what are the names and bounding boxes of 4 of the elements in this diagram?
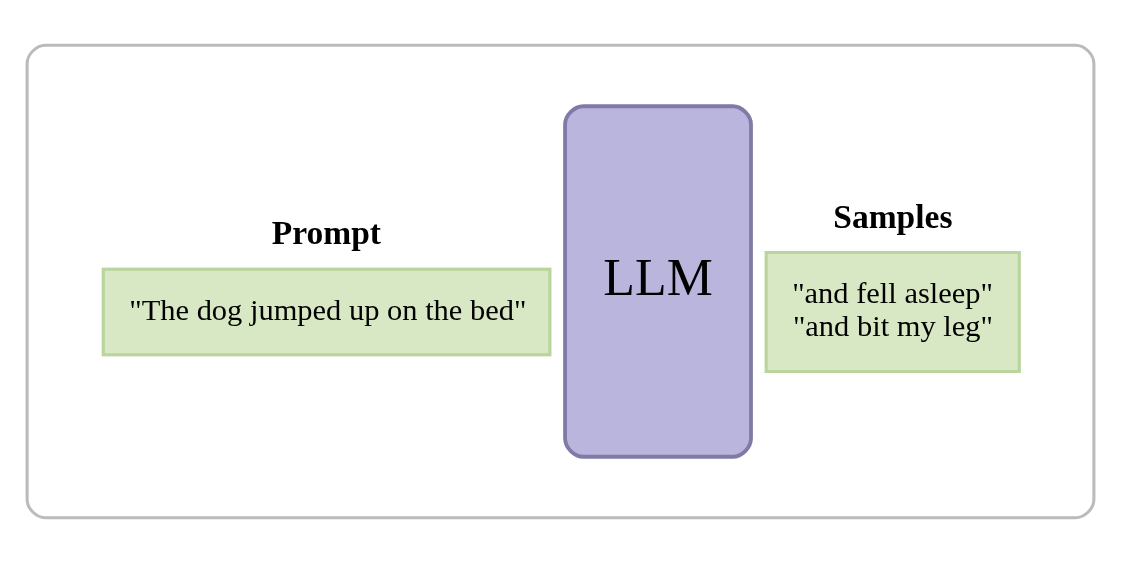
node-label: Samples	[833, 197, 953, 235]
node-box: LLM	[563, 103, 753, 459]
cluster	[25, 43, 1096, 519]
node-label: Prompt	[271, 213, 381, 251]
